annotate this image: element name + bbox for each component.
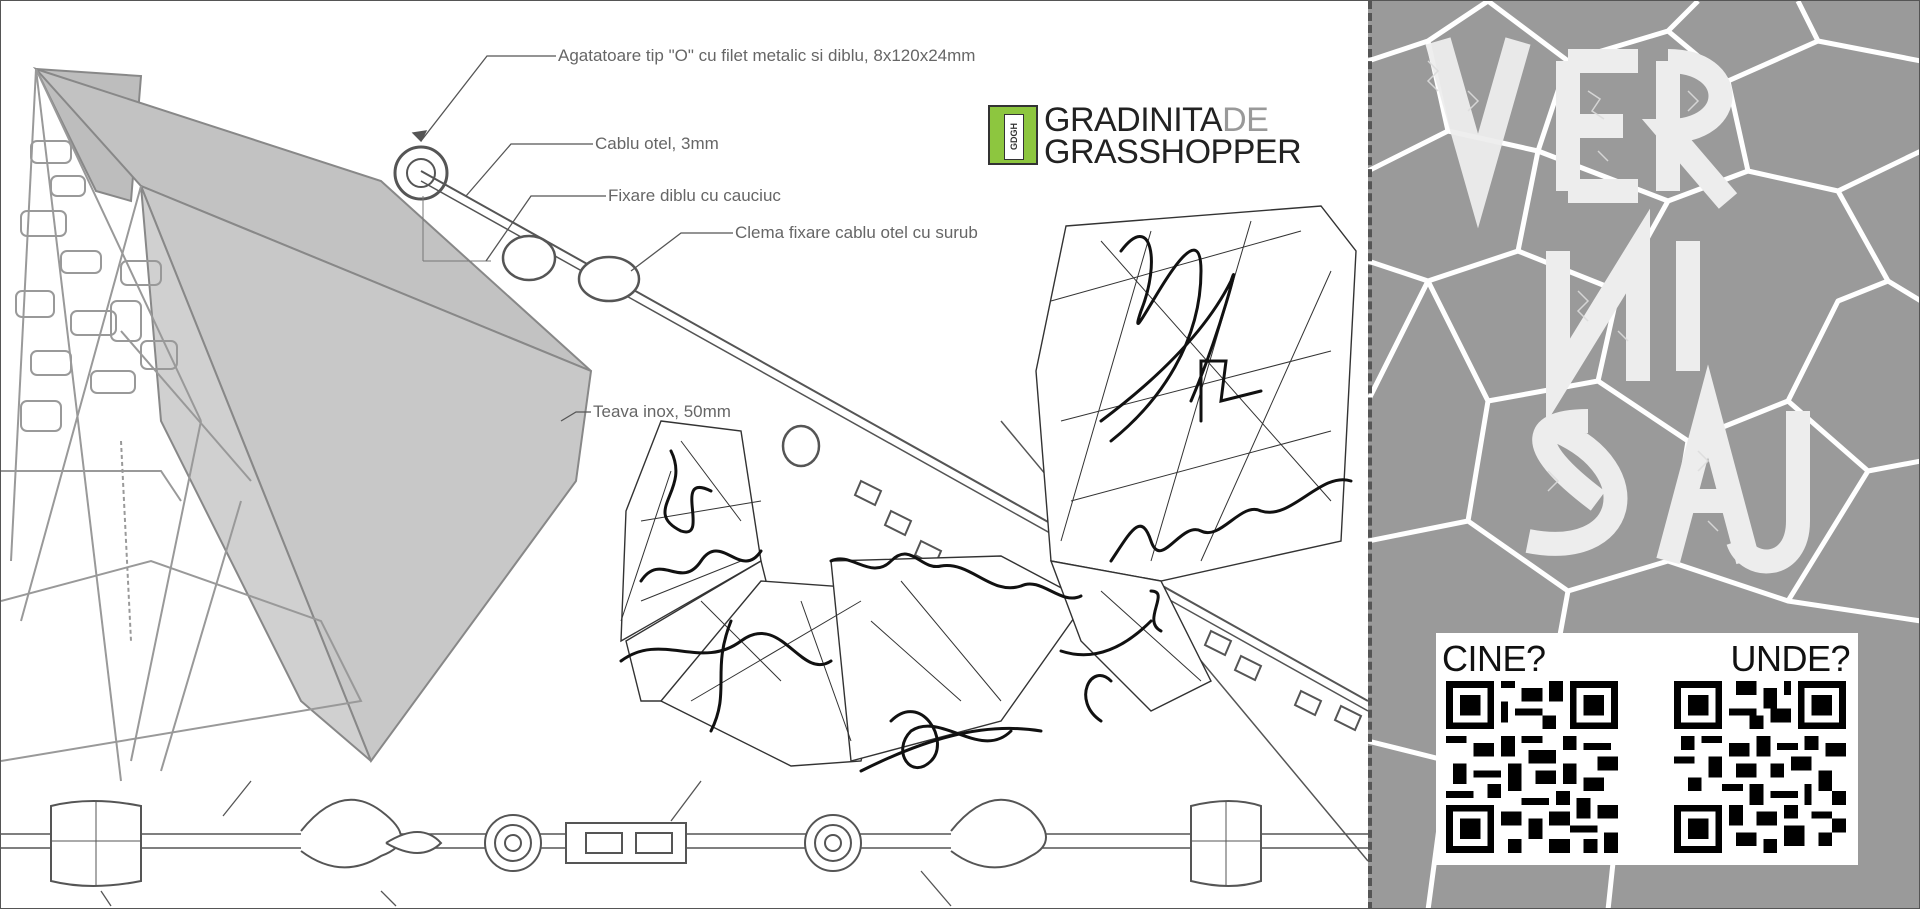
annotation-cable: Cablu otel, 3mm xyxy=(595,134,719,153)
brand-logo: GDGH GRADINITADE GRASSHOPPER xyxy=(988,101,1318,171)
annotation-dowel: Fixare diblu cu cauciuc xyxy=(608,186,781,205)
signed-panels xyxy=(620,205,1357,767)
pyramid-sculpture xyxy=(1,66,593,782)
logo-mark-text: GDGH xyxy=(1004,114,1024,160)
logo-de: DE xyxy=(1222,101,1269,139)
voronoi-pattern xyxy=(1368,1,1919,908)
qr-who-label: CINE? xyxy=(1442,638,1546,679)
logo-mark: GDGH xyxy=(988,105,1038,165)
logo-line1: GRADINITA xyxy=(1044,101,1223,139)
technical-drawing: Agatatoare tip "O" cu filet metalic si d… xyxy=(1,46,1368,907)
logo-line2: GRASSHOPPER xyxy=(1044,133,1302,171)
vernisaj-panel: CINE? UNDE? xyxy=(1368,1,1919,908)
annotation-hanger: Agatatoare tip "O" cu filet metalic si d… xyxy=(558,46,975,65)
annotation-clamp: Clema fixare cablu otel cu surub xyxy=(735,223,978,242)
qr-card: CINE? UNDE? xyxy=(1436,633,1858,865)
qr-code-where[interactable] xyxy=(1674,681,1846,853)
signatures xyxy=(619,235,1353,773)
cable-fittings-detail xyxy=(1,780,1368,907)
qr-where-label: UNDE? xyxy=(1730,638,1850,679)
annotation-leaders xyxy=(411,55,733,422)
vernisaj-letterforms xyxy=(1425,37,1810,574)
annotation-pipe: Teava inox, 50mm xyxy=(593,402,731,421)
cut-line xyxy=(1368,1,1372,908)
qr-code-who[interactable] xyxy=(1446,681,1618,853)
